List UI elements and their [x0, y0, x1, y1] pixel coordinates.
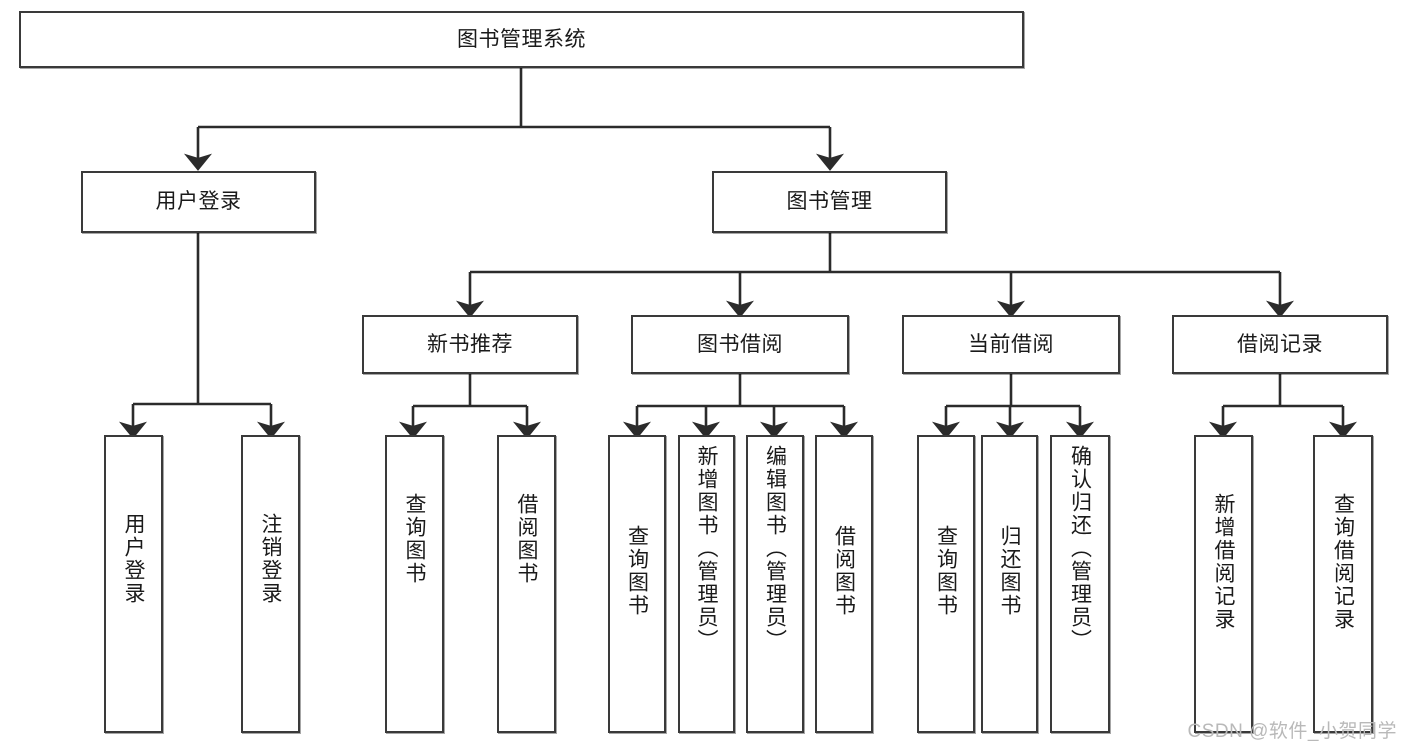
- node-label: 借阅图书: [832, 525, 856, 617]
- node-label: 确认归还（管理员）: [1068, 445, 1092, 652]
- leaf-current-query-book[interactable]: 查询图书: [917, 435, 975, 733]
- node-label: 归还图书: [998, 525, 1021, 617]
- leaf-borrow-add-book-admin[interactable]: 新增图书（管理员）: [678, 435, 735, 733]
- leaf-recommend-borrow-book[interactable]: 借阅图书: [497, 435, 556, 733]
- node-borrow-record[interactable]: 借阅记录: [1172, 315, 1388, 374]
- leaf-current-return-book[interactable]: 归还图书: [981, 435, 1038, 733]
- node-label: 用户登录: [155, 190, 242, 214]
- node-label: 新增图书（管理员）: [695, 445, 718, 652]
- node-label: 注销登录: [259, 513, 282, 605]
- node-label: 借阅图书: [515, 493, 538, 585]
- leaf-borrow-borrow-book[interactable]: 借阅图书: [815, 435, 873, 733]
- node-label: 用户登录: [122, 513, 145, 605]
- leaf-record-query-record[interactable]: 查询借阅记录: [1313, 435, 1373, 733]
- node-book-management[interactable]: 图书管理: [712, 171, 947, 233]
- node-label: 当前借阅: [968, 332, 1054, 356]
- node-book-borrow[interactable]: 图书借阅: [631, 315, 849, 374]
- node-label: 新增借阅记录: [1212, 493, 1235, 631]
- node-label: 图书管理系统: [457, 27, 586, 51]
- node-label: 图书管理: [786, 190, 873, 214]
- watermark: CSDN @软件_小贺同学: [1187, 721, 1397, 742]
- node-label: 查询借阅记录: [1331, 493, 1355, 631]
- leaf-user-login-logout[interactable]: 注销登录: [241, 435, 300, 733]
- node-label: 编辑图书（管理员）: [763, 445, 787, 652]
- node-label: 查询图书: [934, 525, 958, 617]
- node-label: 图书借阅: [697, 332, 783, 356]
- node-new-book-recommend[interactable]: 新书推荐: [362, 315, 578, 374]
- node-label: 查询图书: [625, 525, 649, 617]
- leaf-current-confirm-return-admin[interactable]: 确认归还（管理员）: [1050, 435, 1110, 733]
- leaf-borrow-query-book[interactable]: 查询图书: [608, 435, 666, 733]
- node-user-login[interactable]: 用户登录: [81, 171, 316, 233]
- node-current-borrow[interactable]: 当前借阅: [902, 315, 1120, 374]
- leaf-borrow-edit-book-admin[interactable]: 编辑图书（管理员）: [746, 435, 804, 733]
- leaf-record-add-record[interactable]: 新增借阅记录: [1194, 435, 1253, 733]
- leaf-recommend-query-book[interactable]: 查询图书: [385, 435, 444, 733]
- node-root-system[interactable]: 图书管理系统: [19, 11, 1024, 68]
- node-label: 借阅记录: [1237, 332, 1323, 356]
- node-label: 查询图书: [403, 493, 426, 585]
- node-label: 新书推荐: [427, 332, 513, 356]
- leaf-user-login-login[interactable]: 用户登录: [104, 435, 163, 733]
